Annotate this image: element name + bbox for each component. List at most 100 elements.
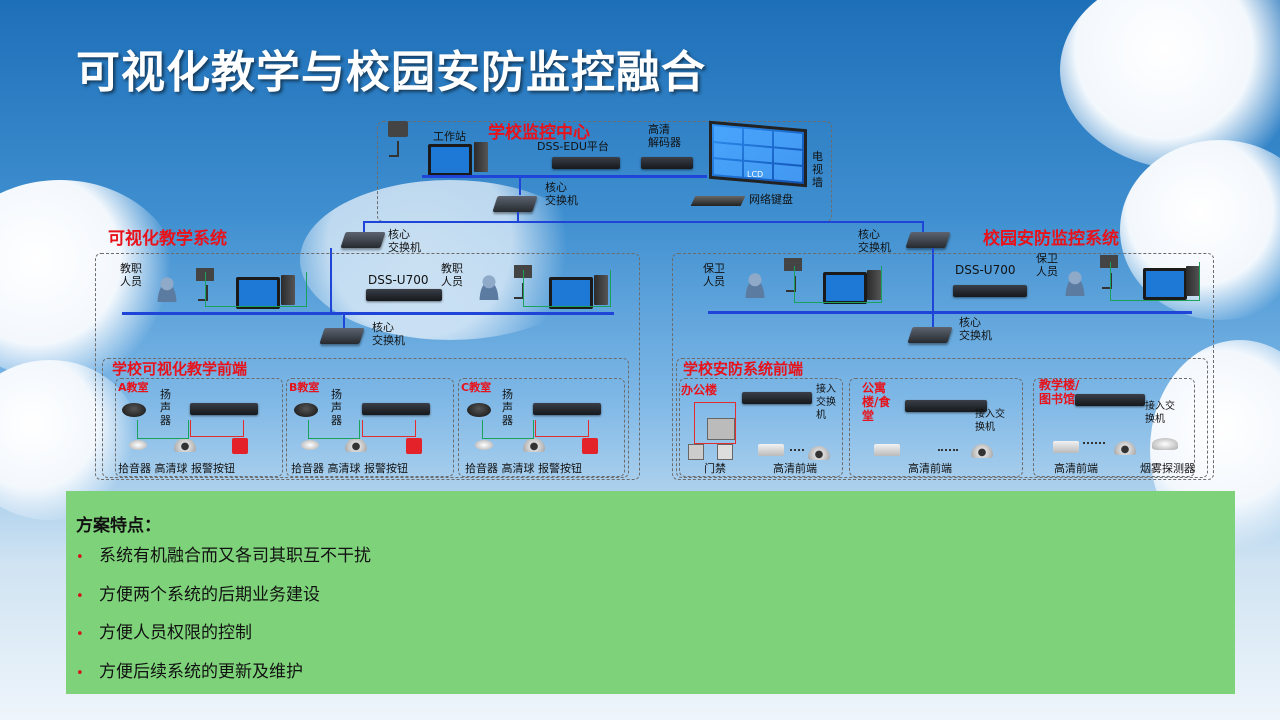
speaker-icon [467, 403, 491, 417]
more-indicator [1083, 442, 1105, 444]
office-zone-box [679, 378, 843, 477]
link-line [482, 420, 534, 439]
link-line [1110, 262, 1200, 301]
list-item: • 方便两个系统的后期业务建设 [76, 582, 371, 621]
teacher2-label: 教职 人员 [441, 262, 463, 288]
office-zone-label: 办公楼 [681, 383, 718, 397]
security-system-label: 校园安防监控系统 [983, 229, 1119, 249]
dome-camera-icon [523, 438, 545, 452]
pc-tower-icon [594, 275, 608, 305]
security-bus [708, 311, 1192, 314]
pickup-icon [475, 440, 493, 450]
speaker-icon [294, 403, 318, 417]
microphone-icon [389, 141, 399, 157]
features-title: 方案特点： [76, 516, 161, 536]
dss-left-label: DSS-U700 [368, 273, 429, 287]
dss-right-label: DSS-U700 [955, 263, 1016, 277]
platform-server-icon [552, 157, 620, 169]
feature-text: 方便两个系统的后期业务建设 [99, 584, 320, 605]
dome-camera-icon [174, 438, 196, 452]
decoder-label: 高清 解码器 [648, 123, 681, 149]
access-switch-icon [905, 400, 987, 412]
classroom-c-label: C教室 [461, 381, 492, 394]
teaching-system-label: 可视化教学系统 [108, 229, 227, 249]
room-items-label: 拾音器 高清球 报警按钮 [291, 462, 408, 475]
room-switch-icon [533, 403, 601, 415]
security-frontend-label: 学校安防系统前端 [683, 360, 804, 378]
link-line [362, 420, 416, 437]
bullet-icon: • [76, 665, 84, 681]
box-camera-icon [1053, 441, 1079, 453]
alarm-button-icon [232, 438, 248, 454]
core-switch-right-top-label: 核心 交换机 [858, 228, 891, 254]
page-title: 可视化教学与校园安防监控融合 [76, 47, 706, 98]
teaching-bus [122, 312, 614, 315]
features-panel: 方案特点： •系统有机融合而又各司其职互不干扰 • 方便两个系统的后期业务建设 •… [66, 491, 1235, 694]
guard2-label: 保卫 人员 [1036, 252, 1058, 278]
decoder-device-icon [641, 157, 693, 169]
dorm-item-hd: 高清前端 [908, 462, 952, 475]
keyboard-icon [690, 196, 746, 206]
features-list: •系统有机融合而又各司其职互不干扰 • 方便两个系统的后期业务建设 • 方便人员权限… [76, 543, 371, 697]
bullet-icon: • [76, 550, 84, 565]
library-item-smoke: 烟雾探测器 [1140, 462, 1195, 475]
access-switch-icon [742, 392, 812, 404]
list-item: •方便后续系统的更新及维护 [76, 659, 371, 698]
library-zone-box [1033, 378, 1195, 477]
security-system-box [672, 253, 1214, 480]
core-switch-center-label: 核心 交换机 [545, 181, 578, 207]
pc-tower-icon [1186, 266, 1200, 296]
classroom-b-label: B教室 [289, 381, 320, 394]
lcd-label: LCD [747, 170, 764, 179]
microphone-icon [198, 285, 208, 301]
pc-monitor-icon [549, 277, 593, 309]
dome-camera-icon [1114, 441, 1136, 455]
dome-camera-icon [345, 438, 367, 452]
classroom-a-box [115, 378, 283, 477]
link-line [794, 266, 882, 303]
room-switch-icon [190, 403, 258, 415]
core-switch-left-top-icon [340, 232, 386, 248]
monitor-center-label: 学校监控中心 [488, 123, 590, 143]
dorm-zone-label: 公寓楼/食堂 [862, 381, 891, 423]
teacher1-label: 教职 人员 [120, 262, 142, 288]
microphone-icon [786, 276, 796, 292]
library-zone-label: 教学楼/图书馆 [1039, 378, 1080, 406]
speaker-label: 扬声器 [331, 388, 342, 427]
pc-monitor-icon [236, 277, 280, 309]
room-items-label: 拾音器 高清球 报警按钮 [118, 462, 235, 475]
bullet-icon: • [76, 588, 84, 604]
access-switch-icon [1075, 394, 1145, 406]
classroom-a-label: A教室 [118, 381, 149, 394]
feature-text: 方便人员权限的控制 [99, 623, 252, 643]
platform-label: DSS-EDU平台 [537, 140, 609, 153]
camera-icon [1100, 255, 1118, 268]
link-line [363, 221, 923, 223]
speaker-label: 扬声器 [160, 388, 171, 427]
pickup-icon [301, 440, 319, 450]
list-item: •系统有机融合而又各司其职互不干扰 [76, 543, 371, 582]
library-item-hd: 高清前端 [1054, 462, 1098, 475]
alarm-button-icon [582, 438, 598, 454]
dss-right-server-icon [953, 285, 1027, 297]
dome-camera-icon [808, 446, 830, 460]
classroom-c-box [458, 378, 625, 477]
more-indicator [790, 449, 804, 451]
core-switch-left-top-label: 核心 交换机 [388, 228, 421, 254]
workstation-monitor-icon [428, 144, 472, 176]
core-switch-left-mid-icon [319, 328, 365, 344]
teaching-system-box [95, 253, 640, 480]
link-line [137, 420, 189, 439]
link-line [932, 248, 934, 312]
link-line [932, 313, 934, 327]
link-line [205, 272, 307, 307]
link-line [308, 420, 360, 439]
alarm-button-icon [406, 438, 422, 454]
microphone-icon [1102, 273, 1112, 289]
pc-monitor-icon [1143, 268, 1187, 300]
core-switch-left-mid-label: 核心 交换机 [372, 321, 405, 347]
office-item-door: 门禁 [704, 462, 726, 475]
core-switch-right-mid-icon [907, 327, 953, 343]
link-line [517, 212, 519, 222]
box-camera-icon [758, 444, 784, 456]
